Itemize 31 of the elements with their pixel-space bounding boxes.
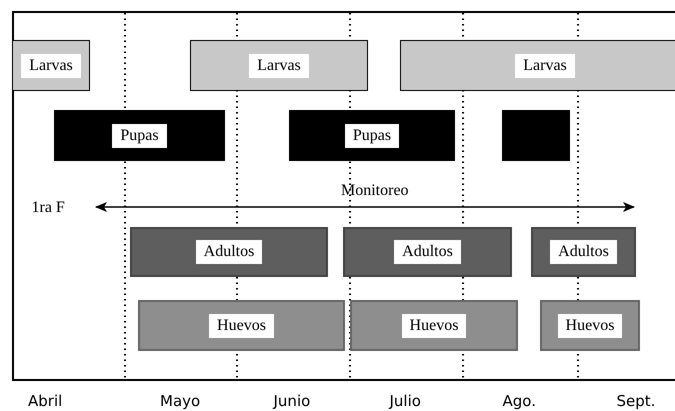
bar-label: Larvas [21, 54, 81, 78]
bar-label: Huevos [558, 314, 622, 338]
timeline-bar [138, 300, 345, 351]
month-label: Julio [390, 392, 421, 410]
month-label: Mayo [160, 392, 200, 410]
arrow-label: Monitoreo [341, 182, 409, 200]
timeline-bar [130, 227, 328, 277]
bar-label: Huevos [209, 314, 274, 338]
timeline-bar [12, 40, 90, 91]
timeline-bar [350, 300, 518, 351]
bar-label: Pupas [344, 124, 400, 148]
bar-label: Larvas [515, 54, 575, 78]
bar-label: Adultos [394, 240, 461, 264]
month-label: Sept. [616, 392, 656, 410]
phase-label: 1ra F [32, 199, 65, 217]
bar-label: Larvas [249, 54, 309, 78]
timeline-bar [400, 40, 675, 91]
month-label: Ago. [502, 392, 536, 410]
timeline-bar [540, 300, 640, 351]
timeline-bar [531, 227, 636, 277]
timeline-bar [502, 110, 570, 161]
timeline-bar [343, 227, 512, 277]
month-label: Abril [28, 392, 62, 410]
timeline-bar [54, 110, 225, 161]
timeline-bar [190, 40, 368, 91]
bar-label: Pupas [112, 124, 167, 148]
timeline-bar [289, 110, 455, 161]
bar-label: Adultos [550, 240, 617, 264]
month-label: Junio [274, 392, 310, 410]
bar-label: Adultos [196, 240, 262, 264]
bar-label: Huevos [402, 314, 466, 338]
